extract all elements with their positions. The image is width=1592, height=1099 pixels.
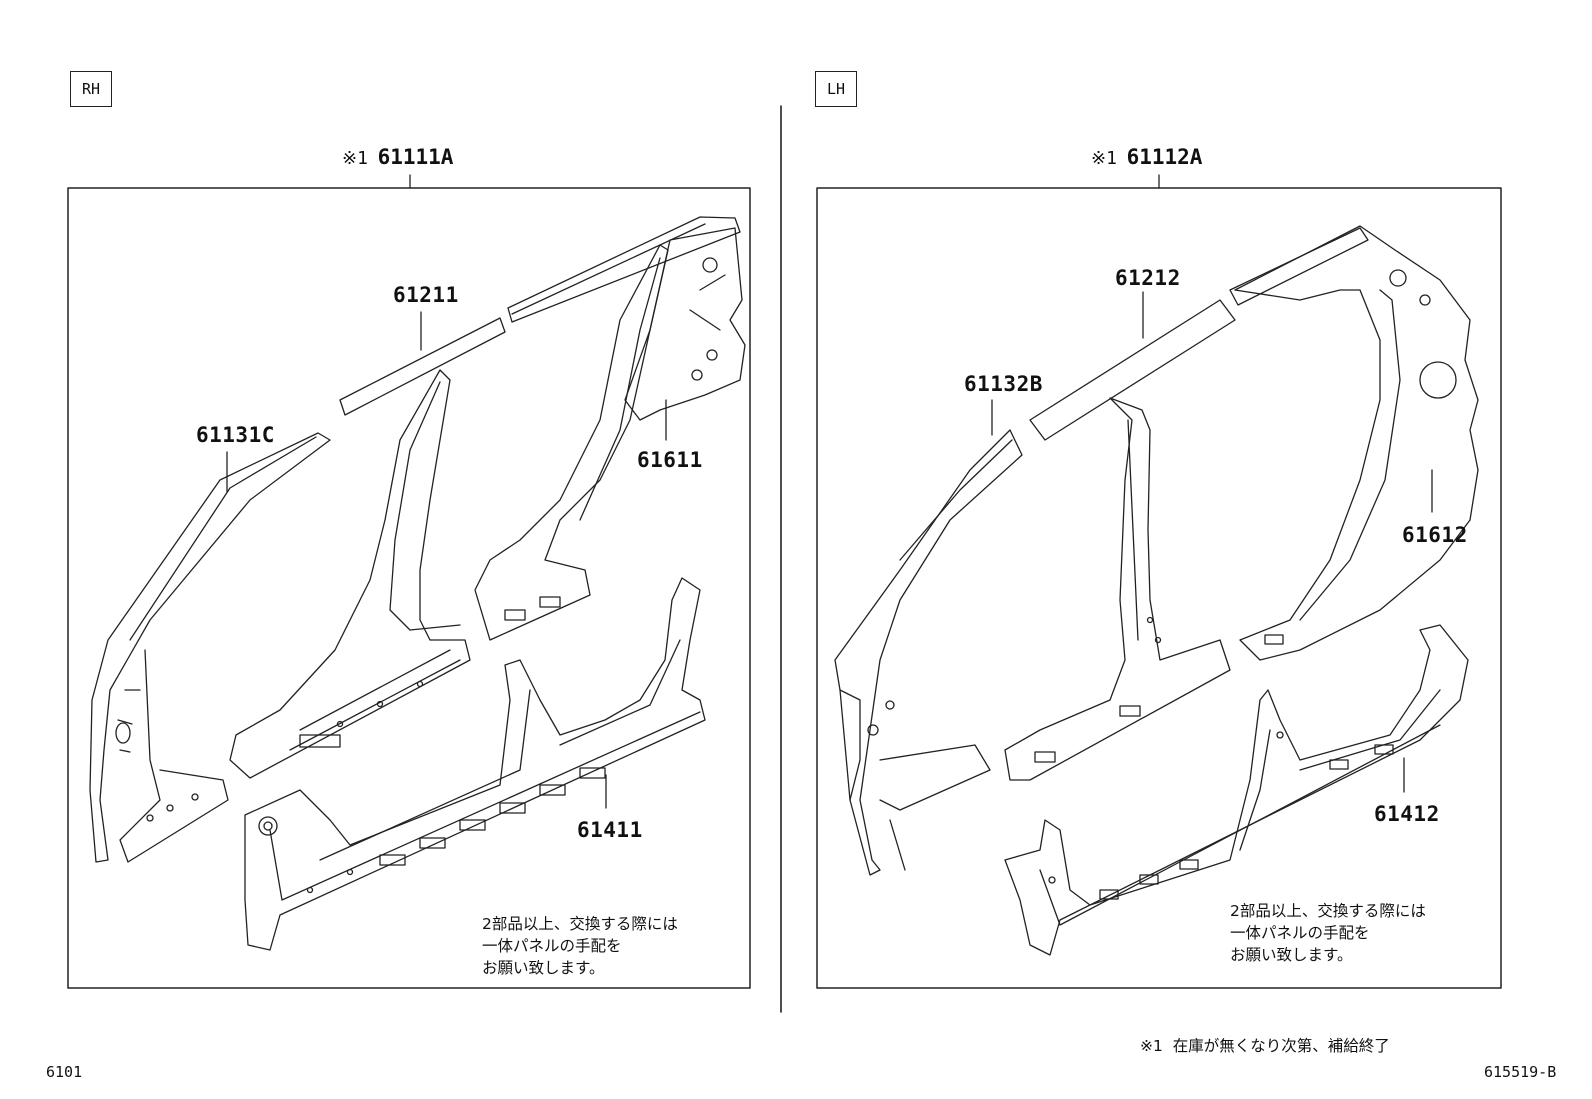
lh-assembly-label: ※1 61112A (1091, 145, 1202, 169)
lh-assembly-frame (816, 174, 1502, 989)
lh-rocker-shape (1004, 624, 1469, 956)
rh-replacement-note: 2部品以上、交換する際には 一体パネルの手配を お願い致します。 (482, 915, 678, 977)
supply-footnote: ※1 在庫が無くなり次第、補給終了 (1140, 1037, 1390, 1055)
rh-leader-lines (226, 311, 667, 809)
figure-code: 615519-B (1484, 1063, 1557, 1081)
rh-rear-opening-shape (474, 244, 669, 641)
rh-assembly-frame (67, 174, 751, 989)
lh-side-tag: LH (815, 71, 857, 107)
lh-center-pillar-shape (1004, 397, 1231, 781)
lh-leader-lines (991, 291, 1433, 793)
lh-roof-rail-shape (1029, 227, 1369, 441)
rh-part-quarter-panel[interactable]: 61611 (637, 448, 703, 472)
lh-part-front-pillar[interactable]: 61132B (964, 372, 1043, 396)
rh-part-front-pillar[interactable]: 61131C (196, 423, 275, 447)
lh-part-rocker[interactable]: 61412 (1374, 802, 1440, 826)
lh-assembly-mark: ※1 (1091, 148, 1117, 169)
rh-quarter-panel-shape (624, 227, 746, 421)
rh-part-roof-rail[interactable]: 61211 (393, 283, 459, 307)
rh-rocker-shape (244, 577, 706, 951)
lh-part-roof-rail[interactable]: 61212 (1115, 266, 1181, 290)
rh-part-rocker[interactable]: 61411 (577, 818, 643, 842)
rh-front-pillar-shape (89, 432, 331, 863)
lh-replacement-note: 2部品以上、交換する際には 一体パネルの手配を お願い致します。 (1230, 902, 1426, 964)
rh-assembly-code: 61111A (377, 145, 454, 169)
rh-assembly-label: ※1 61111A (342, 145, 453, 169)
rh-side-tag: RH (70, 71, 112, 107)
lh-assembly-code: 61112A (1126, 145, 1203, 169)
lh-part-quarter-panel[interactable]: 61612 (1402, 523, 1468, 547)
rh-assembly-mark: ※1 (342, 148, 368, 169)
lh-quarter-panel-shape (1234, 225, 1479, 661)
page-code: 6101 (46, 1063, 83, 1081)
rh-roof-rail-shape (339, 216, 741, 416)
lh-front-pillar-shape (834, 429, 1023, 876)
rh-center-pillar-shape (229, 369, 471, 779)
